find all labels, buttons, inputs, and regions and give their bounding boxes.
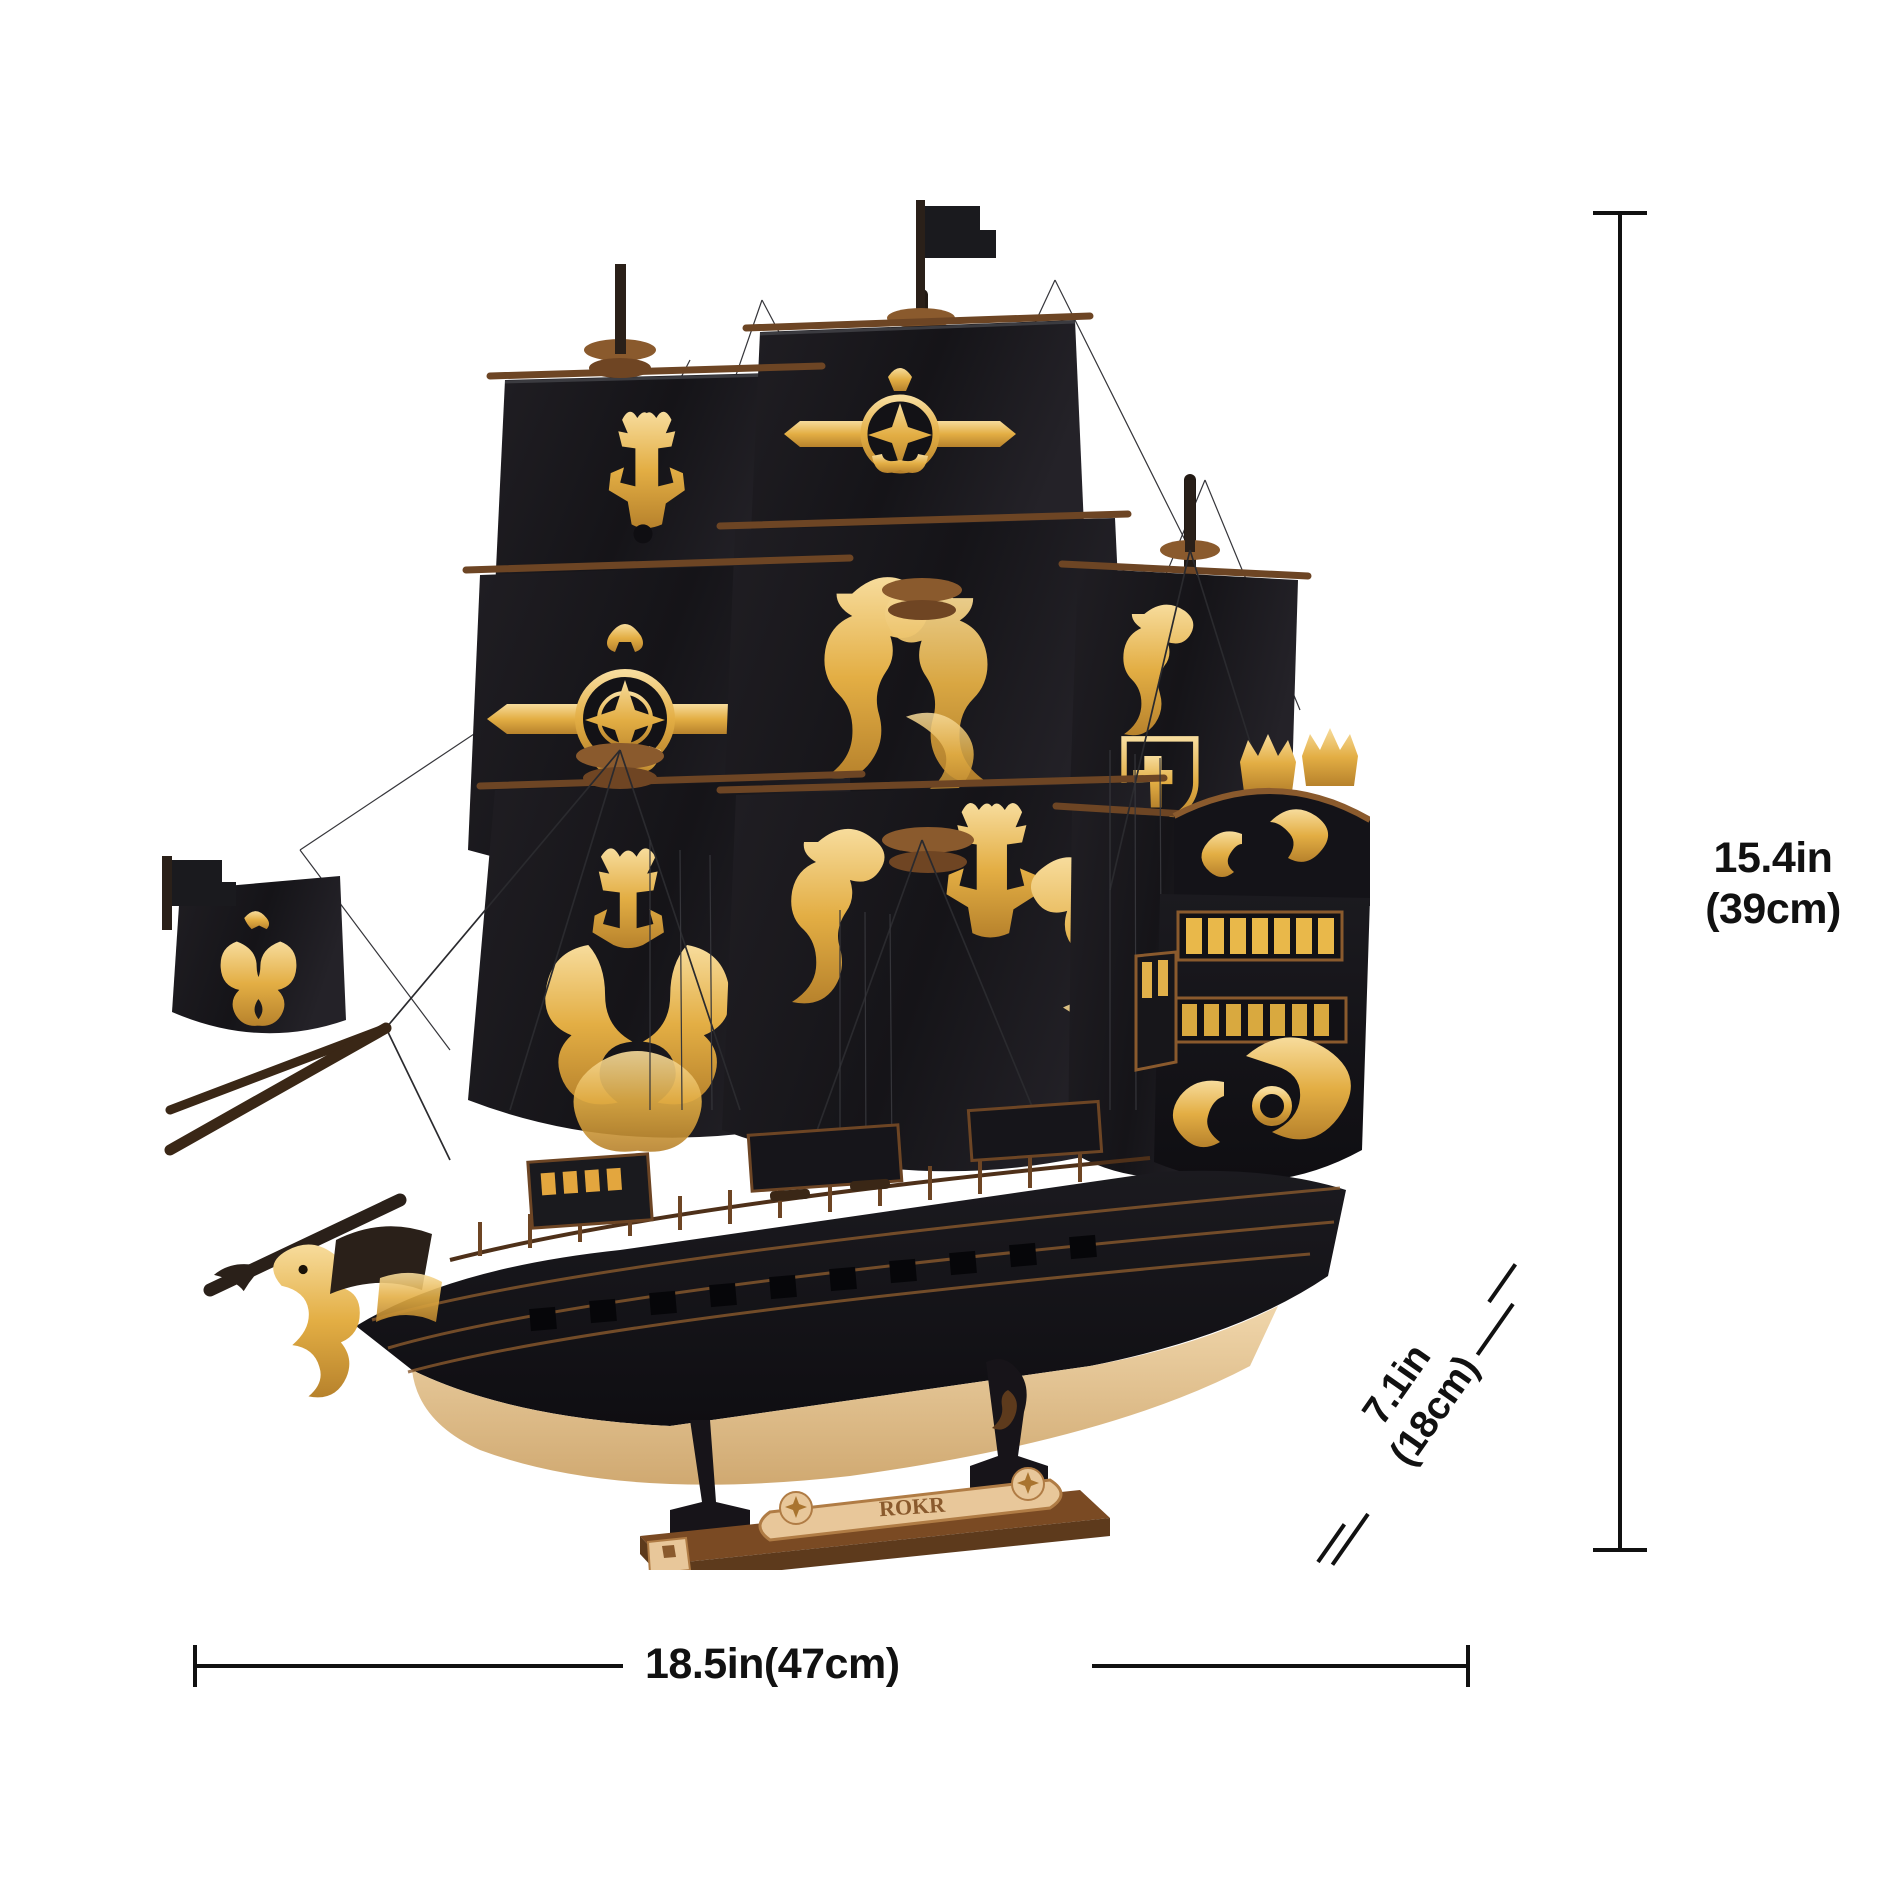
- emblem-seahorse-left: [791, 828, 885, 1004]
- height-dim-label: 15.4in (39cm): [1668, 833, 1878, 934]
- emblem-crest-seahorse: [545, 848, 731, 1152]
- yards: [165, 312, 1312, 1115]
- width-dim-line-right: [1092, 1664, 1470, 1668]
- stern-windows: [1172, 910, 1348, 1044]
- emblem-bow-crest: [220, 911, 297, 1026]
- bowsprit-figurehead: [164, 1022, 442, 1398]
- stern-castle: [1134, 728, 1370, 1182]
- depth-dim-cap-bottom: [1316, 1523, 1347, 1564]
- stand-brand-text: ROKR: [878, 1492, 947, 1522]
- width-dim-line-left: [193, 1664, 623, 1668]
- depth-dim-label: 7.1in (18cm): [1315, 1282, 1517, 1515]
- display-stand: ROKR: [640, 1359, 1110, 1570]
- sail-main-top: [750, 320, 1085, 577]
- emblem-compass-rose: [487, 624, 765, 820]
- sail-fore-top: [495, 372, 811, 608]
- pirate-ship-model: ROKR: [150, 150, 1370, 1570]
- width-dim-label: 18.5in(47cm): [645, 1640, 900, 1688]
- emblem-anchor-trident: [608, 411, 685, 544]
- gunports: [529, 1234, 1097, 1332]
- height-dim-cap-bottom: [1593, 1548, 1647, 1552]
- stand-nameplate: ROKR: [758, 1467, 1063, 1542]
- depth-dim-cap-top: [1487, 1263, 1518, 1304]
- height-dim-label-inches: 15.4in: [1713, 834, 1833, 882]
- depth-dim-line-bottom: [1330, 1512, 1370, 1566]
- height-dim-line: [1618, 211, 1622, 1552]
- width-dim-cap-right: [1466, 1645, 1470, 1687]
- mast-tops: [576, 264, 1220, 873]
- deck-structures: [526, 1099, 1104, 1230]
- sail-bowsprit: [162, 856, 346, 1034]
- crown-finials: [1240, 728, 1358, 792]
- emblem-compass-anchor-top: [784, 368, 1016, 474]
- stern-filigree: [1172, 1037, 1351, 1148]
- height-dim-label-cm: (39cm): [1705, 884, 1841, 933]
- hull: [356, 1148, 1346, 1485]
